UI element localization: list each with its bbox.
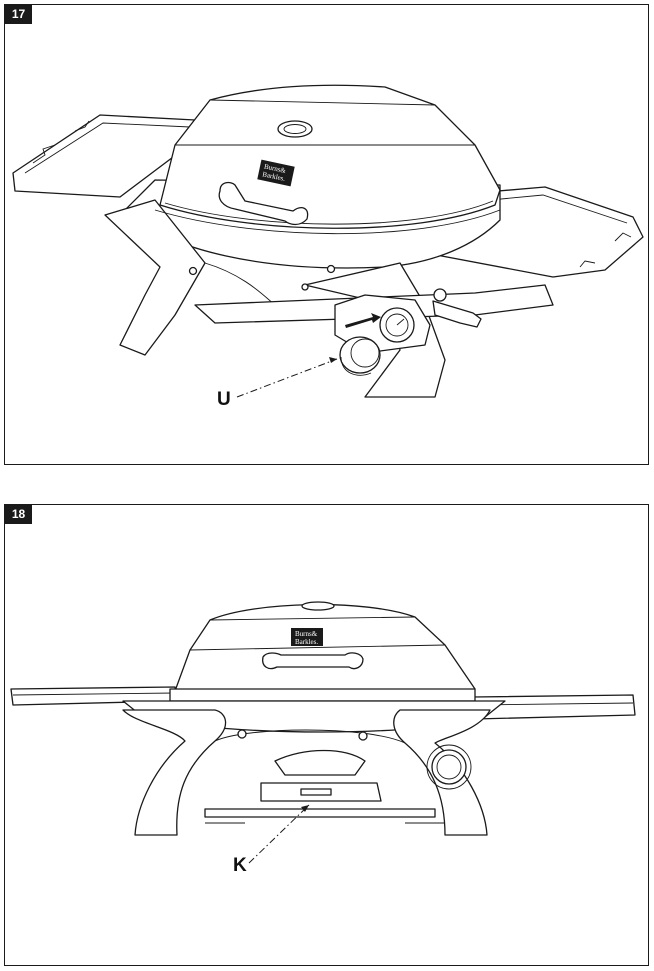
grill-illustration-front: Burns& Barkles. K: [10, 601, 636, 876]
left-leg: [104, 199, 206, 356]
logo-text-line1: Burns&: [295, 630, 318, 638]
grill-lid: [174, 603, 476, 701]
arrow-icon: [345, 313, 381, 328]
grill-illustration-angled: Burns& Barkles. U: [12, 84, 644, 410]
figure-number-badge: 17: [5, 5, 32, 24]
control-knob: [339, 336, 381, 374]
logo-text-line2: Barkles.: [295, 638, 318, 646]
figure-18-panel: 18 Burns& Barkles.: [4, 504, 649, 966]
lid-vent: [301, 601, 335, 611]
lid-vent: [277, 120, 313, 138]
cross-bar: [204, 808, 436, 818]
leader-line: [236, 358, 338, 398]
burner-tube: [274, 749, 366, 776]
figure-number-badge: 18: [5, 505, 32, 524]
grill-lid: [159, 84, 501, 229]
brand-logo: [291, 628, 323, 646]
lid-handle: [218, 181, 309, 226]
lid-handle: [262, 652, 364, 670]
callout-label: K: [233, 855, 247, 876]
callout-label: U: [217, 389, 231, 410]
figure-17-panel: 17 Burns& Barkles.: [4, 4, 649, 465]
left-leg: [122, 709, 227, 836]
brand-logo: [257, 159, 295, 187]
gas-connector: [432, 300, 482, 328]
